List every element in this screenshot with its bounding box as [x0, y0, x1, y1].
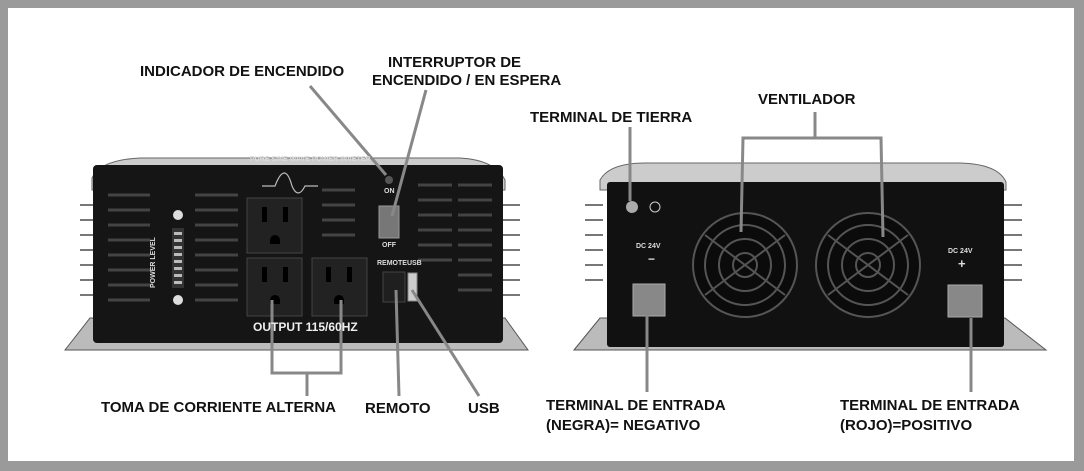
label-remote: REMOTO [365, 400, 431, 417]
label-pos-terminal-1: TERMINAL DE ENTRADA [840, 397, 1020, 414]
front-panel [63, 157, 529, 351]
plus-sign: + [958, 256, 966, 271]
ground-symbol-icon [649, 201, 661, 213]
dc-neg-text: DC 24V [636, 243, 661, 250]
label-ac-outlet: TOMA DE CORRIENTE ALTERNA [101, 399, 336, 416]
power-indicator-led [385, 176, 393, 184]
usb-port [407, 272, 418, 302]
power-level-text: POWER LEVEL [150, 237, 157, 288]
remote-port [382, 271, 406, 303]
label-ground-terminal: TERMINAL DE TIERRA [530, 109, 693, 126]
minus-sign: − [648, 252, 656, 266]
power-switch [378, 205, 400, 239]
remote-usb-text: REMOTEUSB [377, 260, 422, 267]
label-usb: USB [468, 400, 500, 417]
negative-terminal [632, 283, 666, 317]
label-power-indicator: INDICADOR DE ENCENDIDO [140, 63, 345, 80]
label-fan: VENTILADOR [758, 91, 856, 108]
ac-outlet [246, 197, 303, 254]
positive-terminal [947, 284, 983, 318]
label-neg-terminal-1: TERMINAL DE ENTRADA [546, 397, 726, 414]
ac-outlet [246, 257, 303, 317]
leader-lines [270, 85, 973, 397]
output-text: OUTPUT 115/60HZ [253, 320, 358, 334]
sine-wave-graphic [262, 172, 318, 194]
rear-panel [572, 162, 1048, 351]
label-power-switch-1: INTERRUPTOR DE [388, 54, 522, 71]
dc-pos-text: DC 24V [948, 248, 973, 255]
ground-terminal-screw [626, 201, 638, 213]
front-title-text: PURE SINE WAVE POWER INVETER [250, 156, 371, 163]
power-level-meter [172, 210, 184, 305]
label-pos-terminal-2: (ROJO)=POSITIVO [840, 417, 973, 434]
fan [815, 212, 921, 318]
label-neg-terminal-2: (NEGRA)= NEGATIVO [546, 417, 701, 434]
switch-on-text: ON [384, 188, 395, 195]
fan [692, 212, 798, 318]
switch-off-text: OFF [382, 242, 396, 249]
label-power-switch-2: ENCENDIDO / EN ESPERA [372, 72, 562, 89]
